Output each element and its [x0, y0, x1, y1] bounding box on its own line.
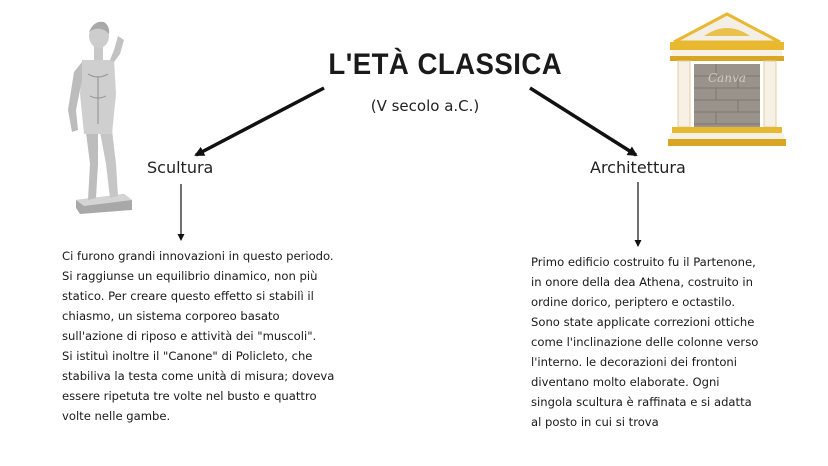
temple-illustration: Canva: [668, 12, 786, 146]
architettura-description: Primo edificio costruito fu il Partenone…: [531, 255, 759, 429]
scultura-description: Ci furono grandi innovazioni in questo p…: [62, 249, 335, 423]
arrow-to-architettura: [529, 86, 638, 157]
arrow-to-scultura: [194, 86, 325, 157]
temple-watermark: Canva: [708, 71, 746, 85]
page-title: L'ETÀ CLASSICA: [328, 48, 563, 81]
branch-label-scultura: Scultura: [147, 158, 214, 177]
page-subtitle: (V secolo a.C.): [370, 97, 480, 115]
branch-label-architettura: Architettura: [590, 158, 686, 177]
statue-illustration: [68, 21, 132, 214]
